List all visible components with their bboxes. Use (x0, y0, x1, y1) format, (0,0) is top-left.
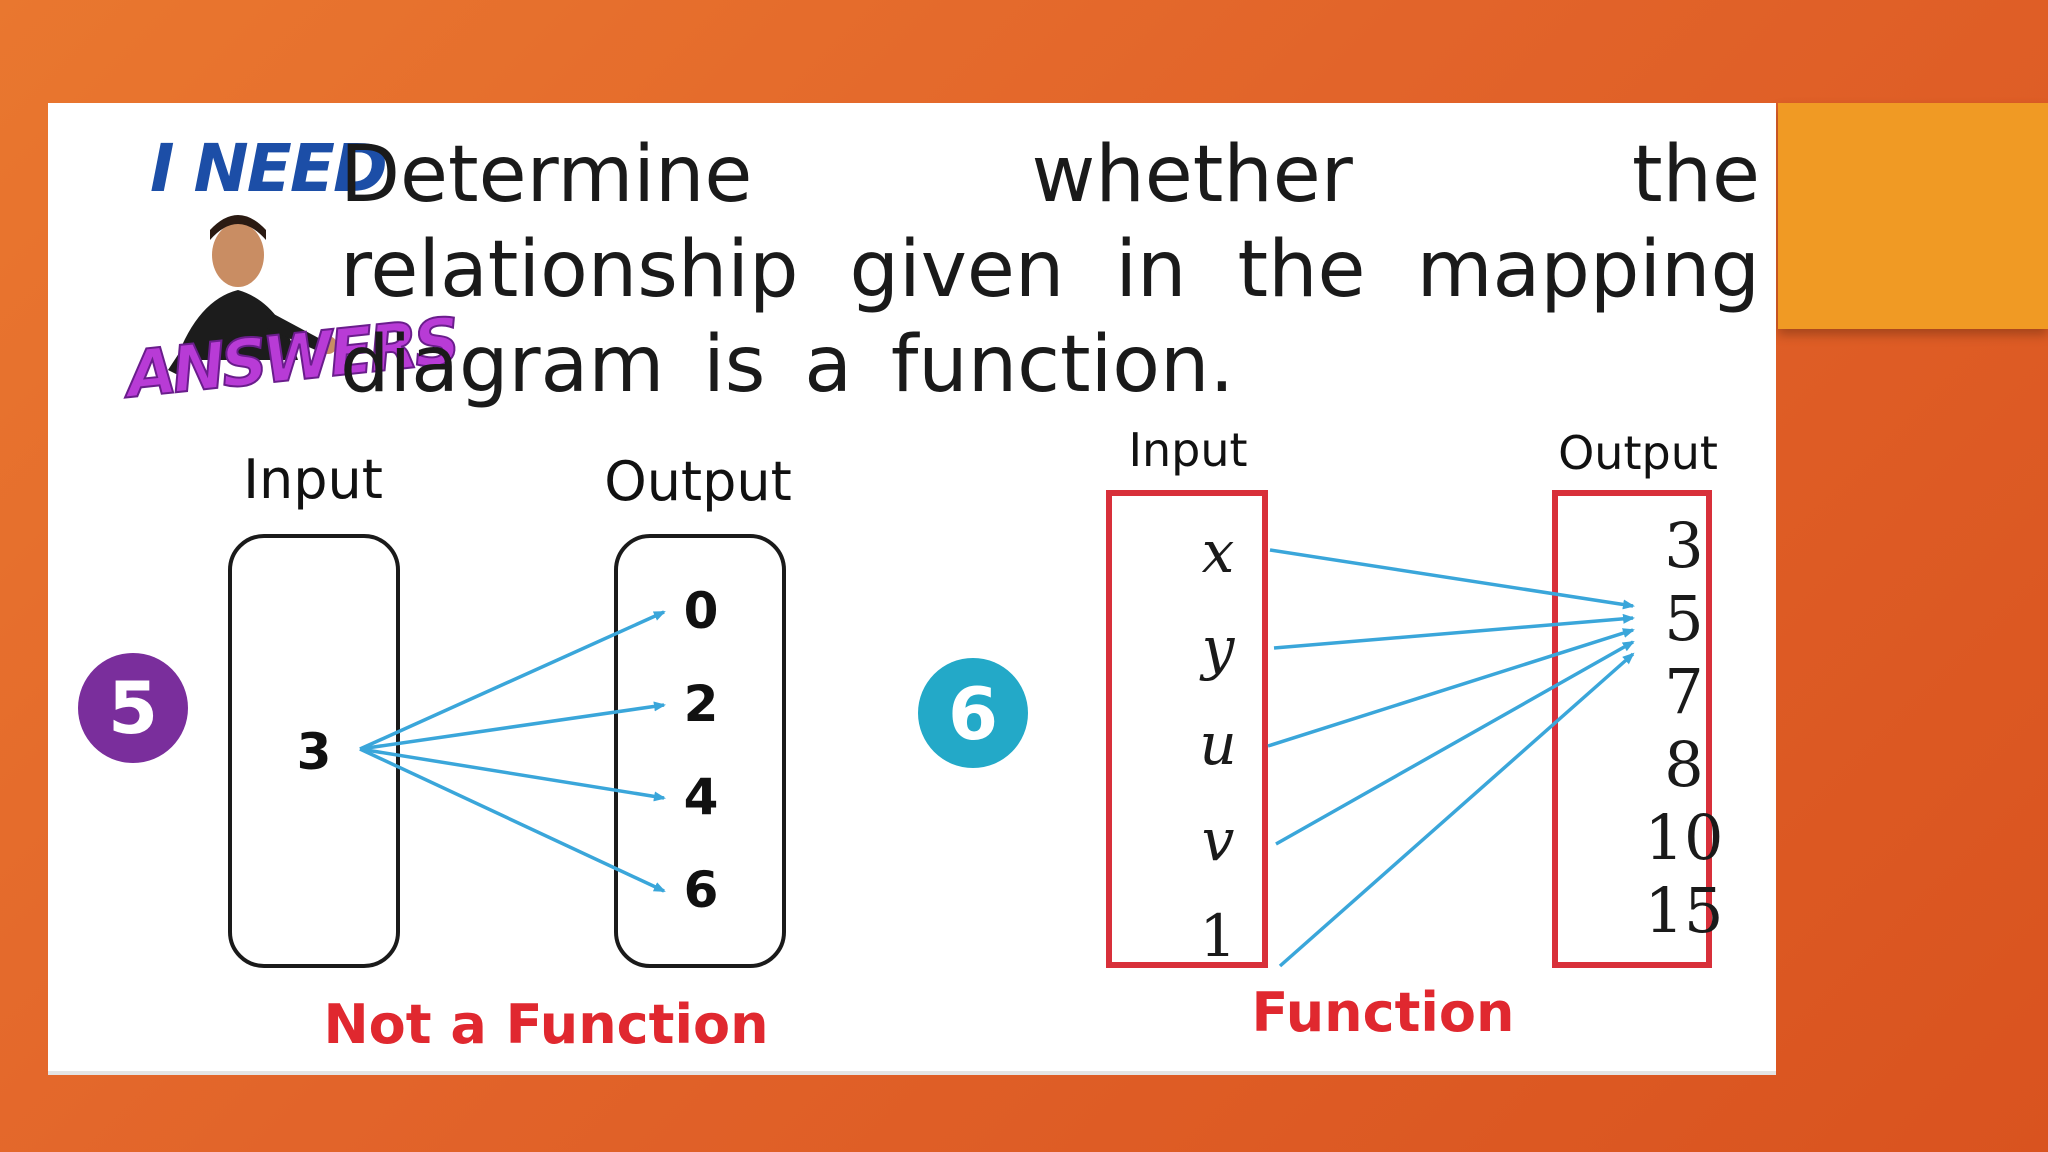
problem-5-badge (78, 653, 188, 763)
problem-6-answer: Function (1252, 981, 1515, 1044)
problem-6-input-value: y (1199, 614, 1236, 682)
problem-6-input-box (1106, 490, 1268, 968)
slide-card: I NEED ANSWERS Determine whether the rel… (48, 103, 1776, 1075)
problem-5-input-box (228, 534, 400, 968)
problem-5-mapping-arrow (359, 701, 666, 751)
problem-5-mapping-arrow (359, 610, 666, 751)
problem-5: 5 Input Output 3 0 2 4 6 Not a Function (78, 448, 792, 1056)
problem-5-input-header: Input (243, 448, 383, 511)
problem-6-mapping-arrow (1267, 628, 1635, 748)
problem-6-input-value: v (1202, 806, 1235, 874)
i-need-answers-sticker: I NEED ANSWERS (88, 130, 461, 420)
problem-5-output-value: 4 (684, 768, 719, 826)
problem-6-mapping-arrow (1269, 548, 1635, 610)
problem-6-output-value: 10 (1645, 801, 1724, 874)
problem-6-output-value: 7 (1664, 655, 1703, 728)
accent-block (1778, 103, 2048, 329)
problem-5-input-value: 3 (297, 723, 332, 781)
problem-6-number: 6 (948, 672, 998, 756)
problem-5-answer: Not a Function (323, 993, 768, 1056)
problem-6-input-value: u (1199, 710, 1236, 778)
person-avatar-icon (168, 215, 337, 376)
problem-5-output-box (614, 534, 786, 968)
problem-6-output-box (1552, 490, 1712, 968)
problem-5-mapping-arrow (359, 747, 666, 802)
problem-6-mapping-arrow (1278, 652, 1635, 968)
slide-bottom-rule (48, 1071, 1776, 1075)
problem-6-mapping-arrow (1273, 613, 1635, 650)
problem-6-badge (918, 658, 1028, 768)
problem-6-output-value: 3 (1664, 509, 1703, 582)
problem-6-output-value: 5 (1664, 582, 1703, 655)
problem-5-output-value: 2 (684, 675, 719, 733)
problem-5-output-value: 0 (684, 582, 719, 640)
mapping-diagrams: 5 Input Output 3 0 2 4 6 Not a Function 6 I… (78, 423, 1723, 1056)
problem-6-input-header: Input (1128, 423, 1247, 477)
problem-6-output-header: Output (1558, 426, 1718, 480)
problem-5-output-value: 6 (684, 861, 719, 919)
problem-6-output-value: 8 (1664, 728, 1703, 801)
problem-5-mapping-arrow (359, 747, 666, 893)
sticker-top-text: I NEED (150, 130, 388, 207)
problem-5-output-header: Output (604, 450, 792, 513)
problem-6-output-value: 15 (1645, 874, 1724, 947)
problem-5-number: 5 (108, 666, 158, 750)
problem-prompt: Determine whether the relationship given… (340, 130, 1760, 410)
problem-6-input-value: 1 (1200, 902, 1237, 970)
problem-6-mapping-arrow (1275, 640, 1635, 846)
problem-6-input-value: x (1202, 518, 1235, 586)
